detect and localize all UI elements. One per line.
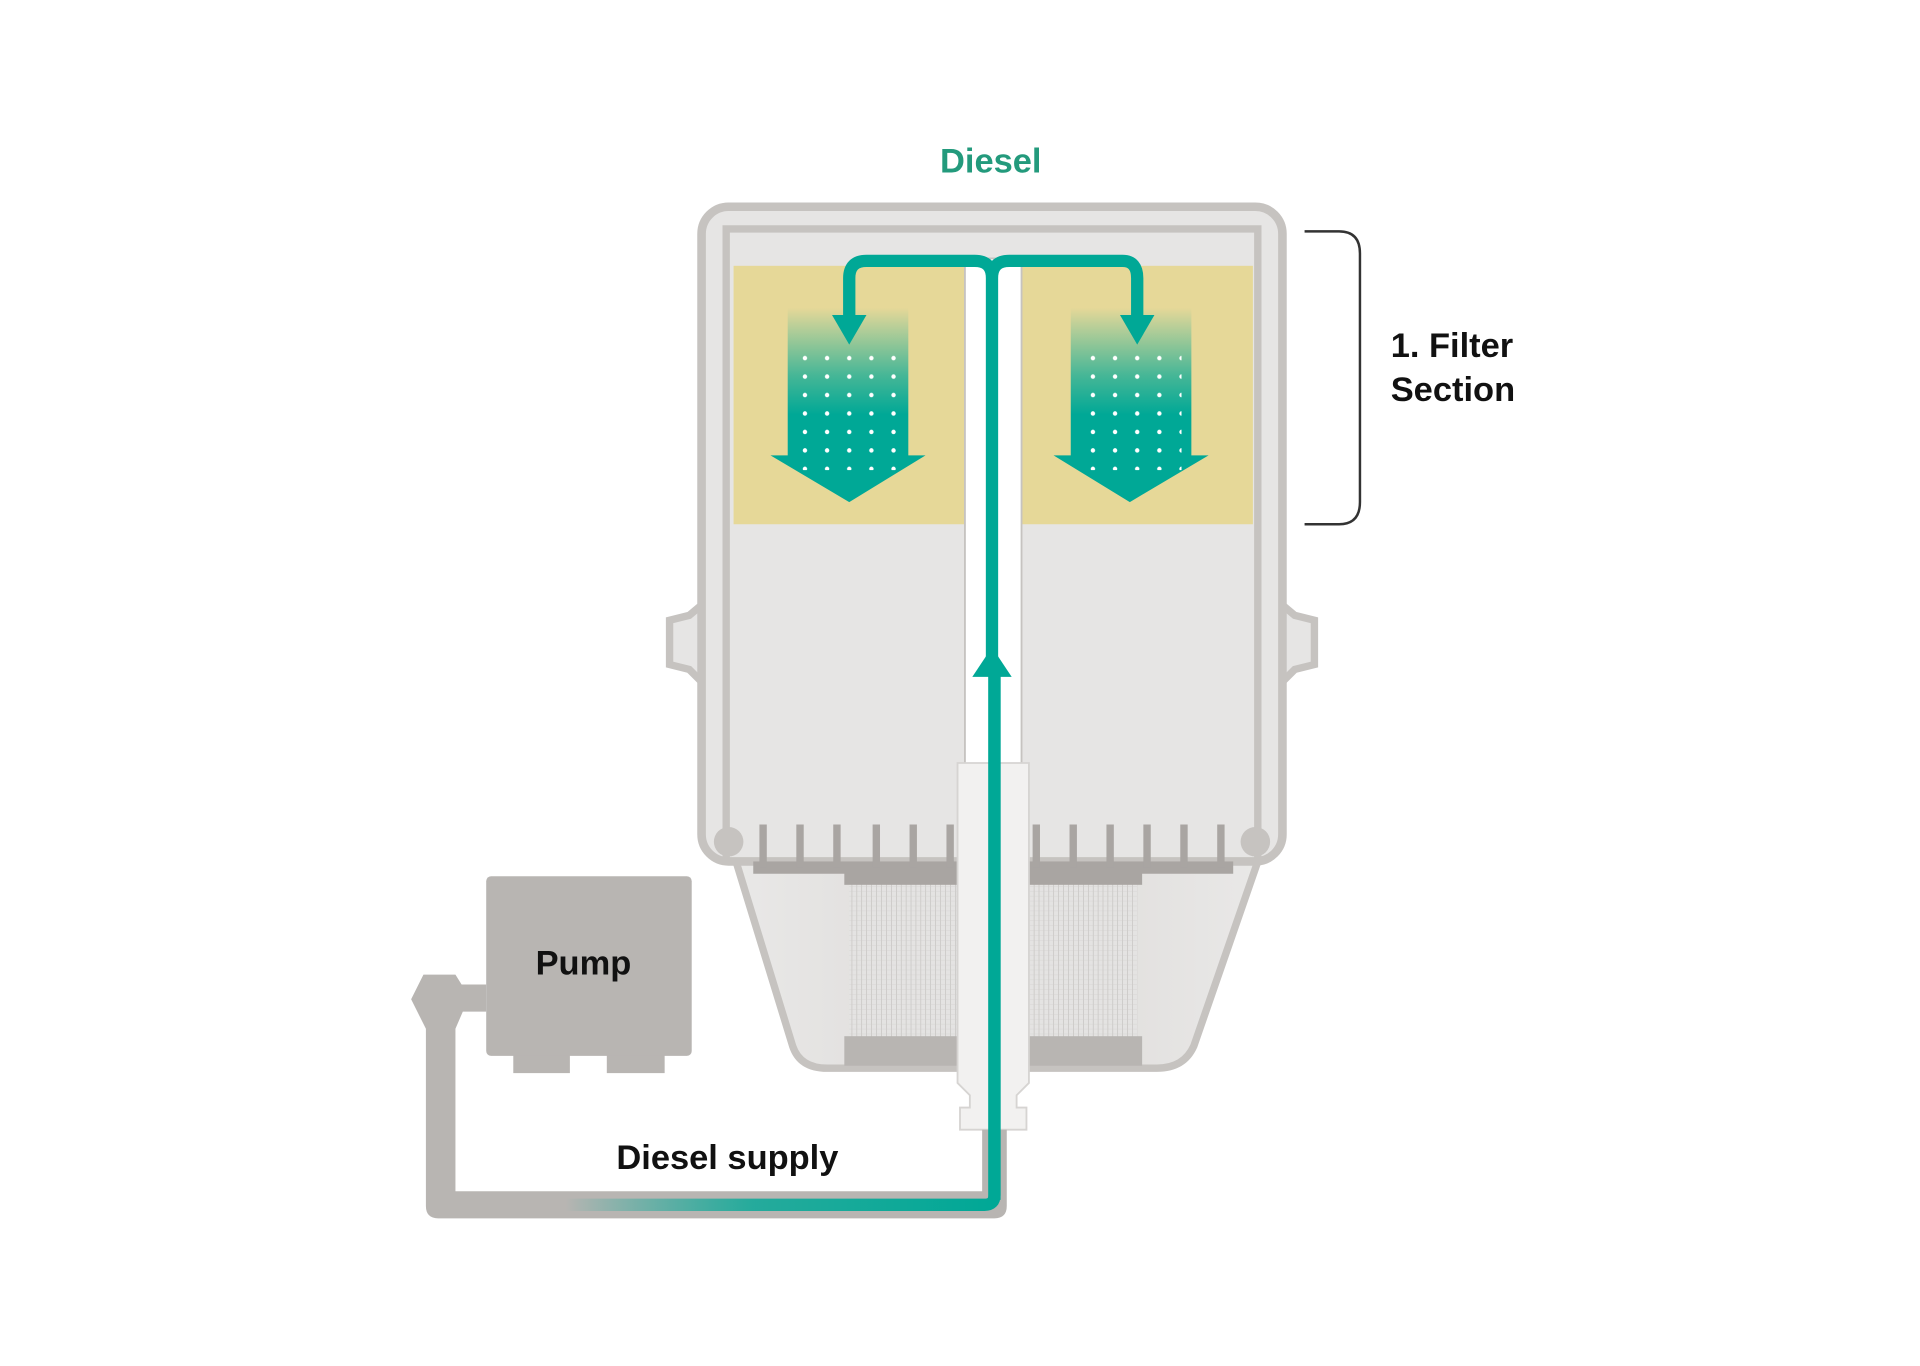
housing-ribs bbox=[759, 824, 1225, 868]
flow-arrowhead-up bbox=[972, 647, 1012, 677]
pump-body bbox=[486, 876, 692, 1056]
flow-path-split bbox=[843, 254, 1144, 665]
housing-inner-line bbox=[722, 225, 1262, 862]
filter-section-label-line2: Section bbox=[1391, 371, 1515, 409]
flow-arrowhead-left bbox=[832, 315, 867, 345]
flow-arrowhead-right bbox=[1119, 315, 1155, 345]
element-mesh-left bbox=[849, 876, 960, 1039]
filter-section-bracket bbox=[1304, 230, 1362, 526]
diesel-supply-label: Diesel supply bbox=[616, 1139, 838, 1177]
housing-seal-right bbox=[1240, 826, 1271, 857]
flow-arrow-right bbox=[1053, 307, 1209, 503]
housing-seal-left bbox=[713, 826, 744, 857]
diesel-title: Diesel bbox=[940, 142, 1041, 180]
pump-label: Pump bbox=[536, 945, 632, 983]
element-cap-bottom-left bbox=[844, 1036, 963, 1066]
element-mesh-right bbox=[1026, 876, 1138, 1039]
filter-section-label-line1: 1. Filter bbox=[1391, 327, 1513, 365]
flow-arrow-left bbox=[770, 307, 926, 503]
supply-pipe bbox=[411, 974, 1007, 1219]
element-cap-bottom-right bbox=[1023, 1036, 1143, 1066]
